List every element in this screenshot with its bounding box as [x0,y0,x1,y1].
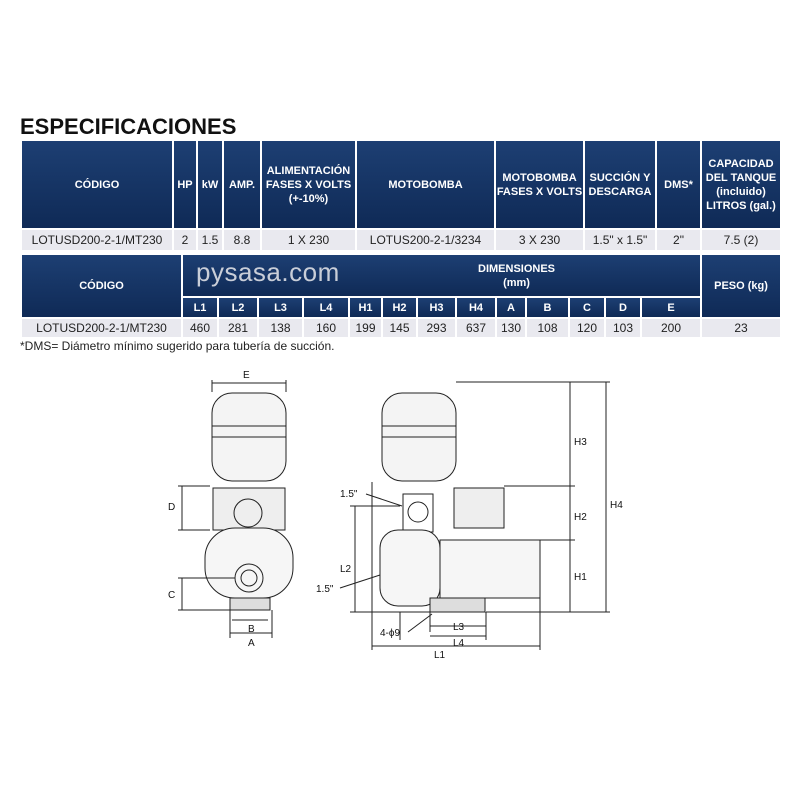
label-a: A [248,638,255,649]
label-l3: L3 [453,622,465,633]
header-h3: H3 [416,296,457,319]
label-l2: L2 [340,564,352,575]
cell: 637 [455,317,497,339]
label-b: B [248,624,255,635]
cell: LOTUSD200-2-1/MT230 [20,317,183,339]
cell: 130 [495,317,527,339]
header-peso: PESO (kg) [700,253,783,319]
label-l1: L1 [434,650,446,660]
cell: 1 X 230 [260,228,357,252]
header-e: E [639,296,703,319]
cell: 145 [381,317,418,339]
header-capacidad: CAPACIDAD DEL TANQUE (incluido) LITROS (… [700,139,782,230]
header-d: D [604,296,642,319]
cell: 199 [348,317,383,339]
header-a: A [495,296,527,319]
specifications-table: CÓDIGO HP kW AMP. ALIMENTACIÓN FASES X V… [20,139,782,252]
cell: 138 [257,317,304,339]
label-h2: H2 [574,512,587,523]
header-l3: L3 [257,296,304,319]
header-l2: L2 [217,296,259,319]
page-title: ESPECIFICACIONES [20,114,237,139]
header-h1: H1 [348,296,383,319]
cell: 108 [525,317,570,339]
header-dms: DMS* [655,139,702,230]
label-l4: L4 [453,638,465,649]
cell: 460 [181,317,219,339]
label-d: D [168,502,175,513]
cell: 293 [416,317,457,339]
header-c: C [568,296,606,319]
label-pipe-side: 1.5" [316,584,334,595]
label-c: C [168,590,175,601]
label-holes: 4-ϕ9 [380,628,400,639]
cell: 3 X 230 [494,228,585,252]
label-pipe-top: 1.5" [340,489,358,500]
header-l1: L1 [181,296,219,319]
cell: 8.8 [222,228,262,252]
header-amp: AMP. [222,139,262,230]
header-kw: kW [196,139,224,230]
watermark: pysasa.com [196,257,340,287]
cell: 2" [655,228,702,252]
cell: 281 [217,317,259,339]
header-succion: SUCCIÓN Y DESCARGA [583,139,657,230]
cell: 200 [639,317,703,339]
cell: 120 [568,317,606,339]
cell: 1.5 [196,228,224,252]
pump-dimension-diagram: E D C B A 1.5" 1.5" L2 H3 H2 H1 H4 4-ϕ9 … [168,370,623,660]
label-e: E [243,370,250,381]
header-codigo: CÓDIGO [20,253,183,319]
header-dimensiones: DIMENSIONES (mm) [180,253,703,298]
header-l4: L4 [302,296,350,319]
footnote: *DMS= Diámetro mínimo sugerido para tube… [20,339,335,353]
cell: 160 [302,317,350,339]
header-hp: HP [172,139,198,230]
header-alimentacion: ALIMENTACIÓN FASES X VOLTS (+-10%) [260,139,357,230]
cell: 103 [604,317,642,339]
cell: LOTUS200-2-1/3234 [355,228,496,252]
label-h4: H4 [610,500,623,511]
header-motobomba: MOTOBOMBA [355,139,496,230]
cell: LOTUSD200-2-1/MT230 [20,228,174,252]
header-b: B [525,296,570,319]
cell: 7.5 (2) [700,228,782,252]
header-codigo: CÓDIGO [20,139,174,230]
label-h3: H3 [574,437,587,448]
header-motobomba-fases: MOTOBOMBA FASES X VOLTS [494,139,585,230]
cell: 1.5" x 1.5" [583,228,657,252]
header-h2: H2 [381,296,418,319]
cell: 2 [172,228,198,252]
header-h4: H4 [455,296,497,319]
cell-weight: 23 [700,317,783,339]
table-row: LOTUSD200-2-1/MT230 2 1.5 8.8 1 X 230 LO… [20,228,782,252]
label-h1: H1 [574,572,587,583]
